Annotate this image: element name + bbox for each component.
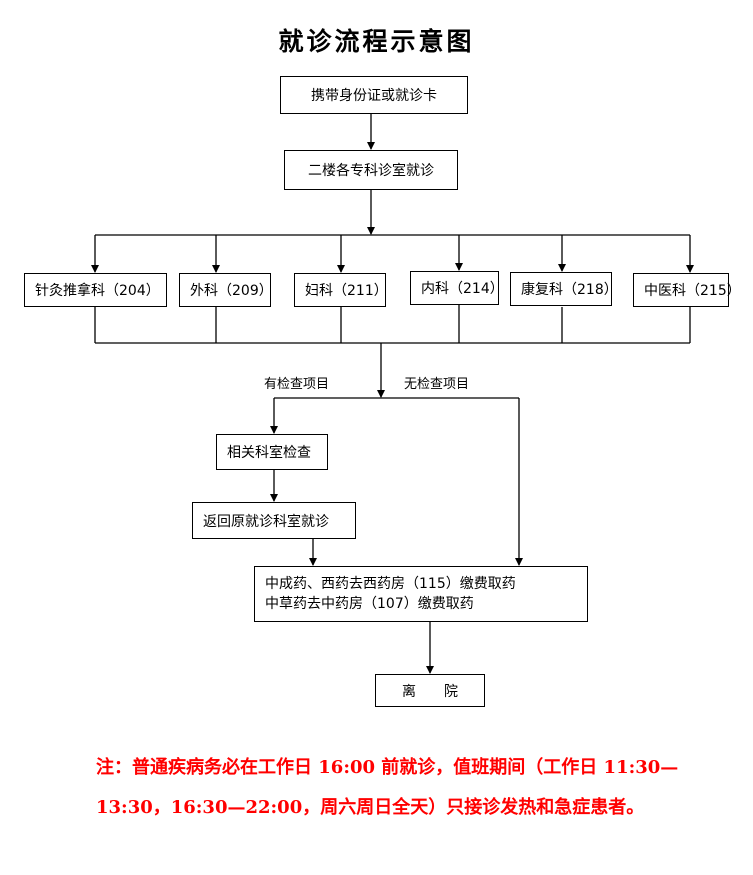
- dept-label: 内科（214）: [421, 281, 504, 297]
- step-second-floor-label: 二楼各专科诊室就诊: [308, 163, 434, 179]
- step-return-dept-label: 返回原就诊科室就诊: [203, 513, 329, 530]
- dept-gynecology: 妇科（211）: [294, 273, 388, 307]
- step-return-dept: 返回原就诊科室就诊: [192, 502, 356, 539]
- dept-label: 中医科（215）: [644, 283, 741, 299]
- dept-acupuncture: 针灸推拿科（204）: [24, 273, 167, 307]
- step-leave-label: 离 院: [402, 683, 458, 700]
- step-pharmacy: 中成药、西药去西药房（115）缴费取药 中草药去中药房（107）缴费取药: [254, 566, 588, 622]
- dept-tcm: 中医科（215）: [633, 273, 741, 307]
- notice-text: 注：普通疾病务必在工作日 16:00 前就诊，值班期间（工作日 11:30—13…: [96, 757, 679, 818]
- dept-label: 妇科（211）: [305, 283, 388, 299]
- step-leave: 离 院: [375, 674, 485, 707]
- dept-label: 针灸推拿科（204）: [35, 283, 160, 299]
- step-bring-card: 携带身份证或就诊卡: [280, 76, 468, 114]
- dept-label: 康复科（218）: [521, 282, 618, 298]
- pharmacy-line-2: 中草药去中药房（107）缴费取药: [265, 596, 474, 612]
- dept-label: 外科（209）: [190, 283, 273, 299]
- dept-surgery: 外科（209）: [179, 273, 273, 307]
- page-title: 就诊流程示意图: [278, 27, 475, 56]
- step-related-exam-label: 相关科室检查: [227, 445, 311, 461]
- branch-with-exam: 有检查项目: [264, 377, 330, 392]
- pharmacy-line-1: 中成药、西药去西药房（115）缴费取药: [265, 576, 516, 592]
- dept-rehabilitation: 康复科（218）: [510, 272, 618, 306]
- step-related-exam: 相关科室检查: [216, 434, 328, 470]
- branch-without-exam: 无检查项目: [404, 377, 470, 392]
- step-second-floor: 二楼各专科诊室就诊: [284, 150, 458, 190]
- dept-internal-medicine: 内科（214）: [410, 271, 504, 305]
- step-bring-card-label: 携带身份证或就诊卡: [311, 88, 437, 104]
